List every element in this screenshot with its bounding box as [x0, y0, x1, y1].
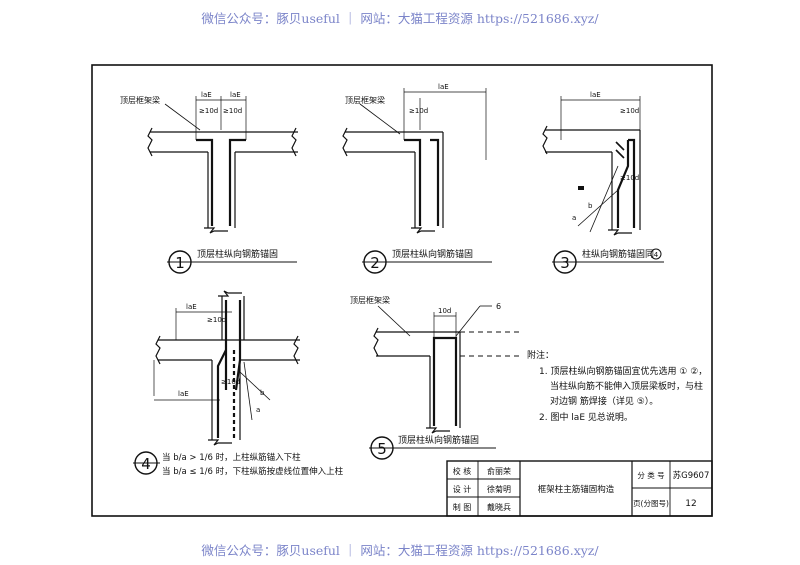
d4-number: 4	[141, 455, 151, 473]
notes-item1-line2: 当柱纵向筋不能伸入顶层梁板时，与柱	[550, 380, 703, 392]
notes-item2: 2. 图中 laE 见总说明。	[539, 411, 633, 423]
d4-dim-4: laE	[178, 390, 189, 398]
d3-ref-circle	[650, 248, 662, 260]
notes-heading: 附注：	[527, 349, 554, 361]
d4-caption-line1: 当 b/a > 1/6 时，上柱纵筋锚入下柱	[162, 452, 301, 463]
d4-dim-2: ≥10d	[207, 316, 226, 324]
d3-caption: 柱纵向钢筋锚固同	[582, 248, 654, 260]
detail-5	[373, 305, 520, 434]
d4-dim-1: laE	[186, 303, 197, 311]
tb-label-page: 页(分图号)	[633, 499, 669, 508]
d2-number: 2	[370, 254, 380, 272]
d5-dim-2: 6	[496, 302, 501, 311]
tb-title: 框架柱主筋锚固构造	[538, 484, 615, 495]
detail-1	[147, 96, 298, 234]
d5-beam-label: 顶层框架梁	[350, 295, 390, 305]
d2-beam-label: 顶层框架梁	[345, 95, 385, 105]
tb-role-1: 校 核	[453, 466, 472, 476]
tb-name-3: 戴晓兵	[487, 502, 511, 512]
d2-dim-1: laE	[438, 83, 449, 91]
d2-caption: 顶层柱纵向钢筋锚固	[392, 248, 473, 260]
tb-role-2: 设 计	[453, 484, 472, 494]
tb-label-category: 分 类 号	[637, 470, 664, 480]
d1-beam-label: 顶层框架梁	[120, 95, 160, 105]
watermark-top: 微信公众号：豚贝useful ｜ 网站：大猫工程资源 https://52168…	[201, 11, 599, 26]
d3-number: 3	[560, 254, 570, 272]
tb-name-2: 徐菊明	[487, 484, 511, 494]
tb-value-page: 12	[685, 499, 696, 509]
title-block	[446, 460, 713, 517]
d2-dim-2: ≥10d	[409, 107, 428, 115]
d1-dim-1: laE	[201, 91, 212, 99]
notes-item1-line1: 1. 顶层柱纵向钢筋锚固宜优先选用 ① ②，	[539, 365, 707, 377]
d4-caption-line2: 当 b/a ≤ 1/6 时，下柱纵筋按虚线位置伸入上柱	[162, 466, 344, 477]
d4-dim-3: ≥10d	[221, 378, 240, 386]
d3-dim-3: ≥10d	[620, 174, 639, 182]
tb-value-category: 苏G9607	[673, 470, 710, 481]
d3-ref-mark: 4	[654, 251, 659, 259]
d1-dim-3: ≥10d	[199, 107, 218, 115]
d1-dim-2: laE	[230, 91, 241, 99]
d1-caption: 顶层柱纵向钢筋锚固	[197, 248, 278, 260]
d3-dim-b: b	[588, 202, 593, 210]
d1-number: 1	[175, 254, 185, 272]
d5-number: 5	[377, 440, 387, 458]
detail-2	[342, 88, 487, 234]
d5-caption: 顶层柱纵向钢筋锚固	[398, 434, 479, 446]
detail-4	[153, 290, 300, 446]
d3-dim-a: a	[572, 214, 576, 222]
notes-item1-line3: 对边钢 筋焊接（详见 ⑤）。	[550, 395, 658, 407]
tb-role-3: 制 图	[453, 502, 472, 512]
sheet-border	[91, 64, 713, 517]
d3-dim-2: ≥10d	[620, 107, 639, 115]
tb-name-1: 俞丽荣	[487, 466, 511, 476]
d1-dim-4: ≥10d	[223, 107, 242, 115]
d3-dim-1: laE	[590, 91, 601, 99]
watermark-bottom: 微信公众号：豚贝useful ｜ 网站：大猫工程资源 https://52168…	[201, 543, 599, 558]
d4-dim-b: b	[260, 389, 265, 397]
notes: 附注： 1. 顶层柱纵向钢筋锚固宜优先选用 ① ②， 当柱纵向筋不能伸入顶层梁板…	[527, 349, 707, 423]
d5-dim-1: 10d	[438, 307, 451, 315]
detail-3	[542, 96, 641, 236]
d4-dim-a: a	[256, 406, 260, 414]
